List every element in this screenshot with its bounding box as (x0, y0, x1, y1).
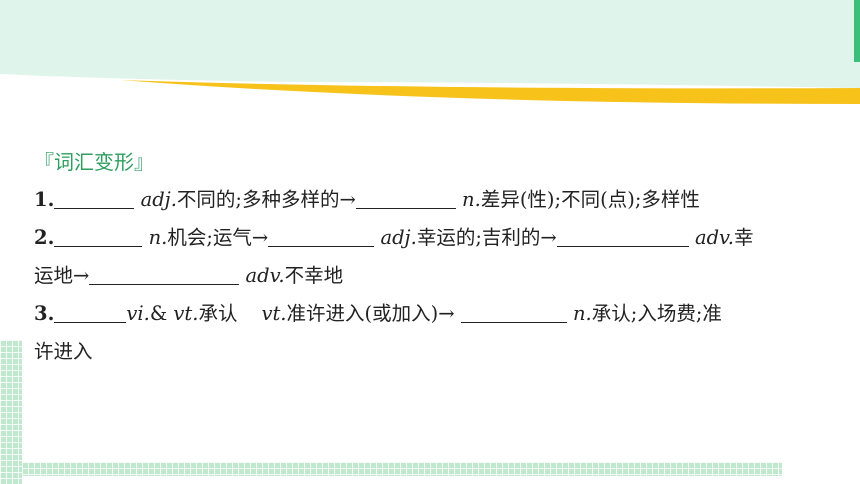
answer-blank[interactable] (89, 262, 240, 285)
definition-text: 准许进入(或加入)→ (286, 302, 455, 325)
part-of-speech: adv. (245, 264, 285, 287)
definition-text: 许进入 (34, 340, 93, 363)
definition-text: 承认 (198, 302, 238, 325)
answer-blank[interactable] (268, 224, 375, 247)
exercise-content: 『词汇变形』 1. adj.不同的;多种多样的→ n.差异(性);不同(点);多… (34, 145, 834, 371)
part-of-speech: vt. (173, 302, 199, 325)
section-title: 『词汇变形』 (34, 150, 154, 174)
header-wave-graphic (0, 0, 860, 104)
item-number: 1. (34, 188, 55, 211)
part-of-speech: adj. (380, 226, 417, 249)
definition-text: 幸 (733, 226, 754, 249)
header-yellow-stripe (120, 80, 860, 104)
part-of-speech: n. (572, 302, 592, 325)
definition-text: 承认;入场费;准 (591, 302, 722, 325)
part-of-speech: n. (148, 226, 168, 249)
grid-decoration-bottom (22, 462, 782, 476)
header-band (0, 0, 860, 110)
part-of-speech: n. (462, 188, 481, 211)
answer-blank[interactable] (54, 224, 143, 247)
exercise-item-1: 1. adj.不同的;多种多样的→ n.差异(性);不同(点);多样性 (34, 181, 834, 219)
definition-text: 机会;运气→ (167, 226, 269, 249)
answer-blank[interactable] (460, 300, 567, 323)
part-of-speech: adv. (694, 226, 734, 249)
item-number: 2. (34, 226, 55, 249)
definition-text: 不幸地 (284, 264, 344, 287)
definition-text: 运地→ (34, 264, 90, 287)
part-of-speech: adj. (140, 188, 177, 211)
definition-text: & (149, 302, 174, 325)
exercise-item-2-continued: 运地→ adv.不幸地 (34, 257, 834, 295)
exercise-item-2: 2. n.机会;运气→ adj.幸运的;吉利的→ adv.幸 (34, 219, 834, 257)
side-tab-marker (854, 0, 860, 62)
item-number: 3. (34, 302, 55, 325)
definition-text: 幸运的;吉利的→ (416, 226, 557, 249)
part-of-speech: vt. (261, 302, 287, 325)
part-of-speech: vi. (126, 302, 150, 325)
answer-blank[interactable] (355, 186, 456, 209)
exercise-item-3-continued: 许进入 (34, 333, 834, 371)
definition-text: 不同的;多种多样的→ (176, 188, 356, 211)
grid-decoration-left (0, 340, 22, 484)
answer-blank[interactable] (54, 300, 127, 323)
answer-blank[interactable] (556, 224, 689, 247)
answer-blank[interactable] (54, 186, 135, 209)
definition-text: 差异(性);不同(点);多样性 (480, 188, 700, 211)
header-bg-shape (0, 0, 860, 88)
